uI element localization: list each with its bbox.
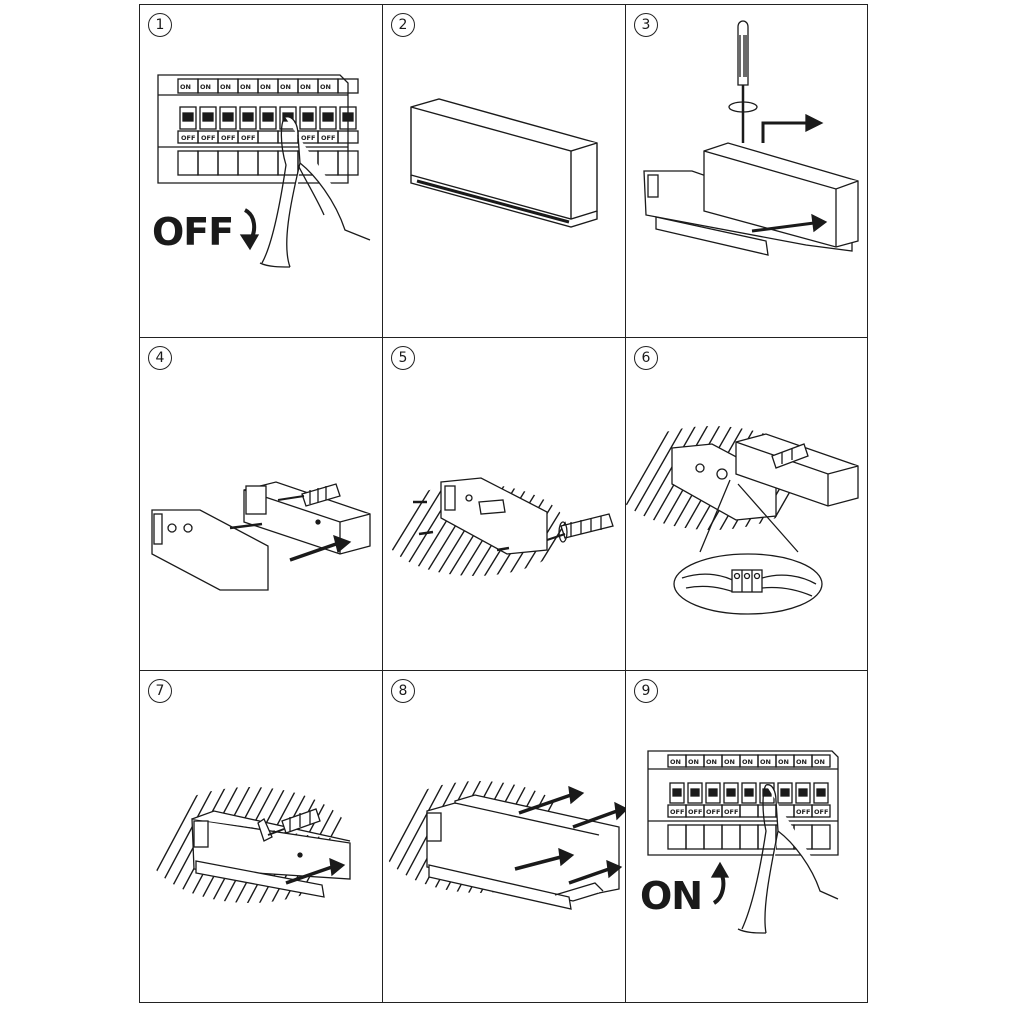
mount-plate-illustration bbox=[151, 481, 371, 591]
breaker-labels: ON ON ON ON ON ON ON ON ON OFF OFF OFF OFF OFF OFF bbox=[670, 758, 828, 816]
step-4-panel: 4 bbox=[140, 338, 383, 671]
step-8-panel: 8 bbox=[383, 671, 626, 1004]
step-3-panel: 3 bbox=[626, 5, 869, 338]
step-number: 6 bbox=[634, 346, 658, 370]
svg-text:ON: ON bbox=[796, 758, 807, 766]
on-label: ON bbox=[180, 83, 191, 91]
svg-text:ON: ON bbox=[300, 83, 311, 91]
attach-housing-illustration bbox=[146, 787, 354, 903]
svg-text:ON: ON bbox=[280, 83, 291, 91]
svg-text:OFF: OFF bbox=[706, 808, 720, 816]
svg-text:ON: ON bbox=[220, 83, 231, 91]
svg-text:OFF: OFF bbox=[670, 808, 684, 816]
off-text: OFF bbox=[152, 210, 233, 254]
divider bbox=[625, 5, 626, 1002]
step-number: 1 bbox=[148, 13, 172, 37]
svg-text:OFF: OFF bbox=[724, 808, 738, 816]
on-text: ON bbox=[640, 874, 702, 918]
fix-to-wall-illustration bbox=[383, 477, 614, 576]
svg-text:OFF: OFF bbox=[321, 134, 335, 142]
svg-text:OFF: OFF bbox=[221, 134, 235, 142]
svg-text:ON: ON bbox=[742, 758, 753, 766]
svg-text:OFF: OFF bbox=[301, 134, 315, 142]
divider bbox=[382, 5, 383, 1002]
step-2-panel: 2 bbox=[383, 5, 626, 338]
svg-text:ON: ON bbox=[724, 758, 735, 766]
svg-text:ON: ON bbox=[200, 83, 211, 91]
step-6-panel: 6 bbox=[626, 338, 869, 671]
step-number: 4 bbox=[148, 346, 172, 370]
svg-text:ON: ON bbox=[240, 83, 251, 91]
breaker-labels: ON ON ON ON ON ON ON ON OFF OFF OFF OFF OFF OFF bbox=[180, 83, 335, 142]
svg-text:ON: ON bbox=[688, 758, 699, 766]
step-7-panel: 7 bbox=[140, 671, 383, 1004]
svg-text:OFF: OFF bbox=[201, 134, 215, 142]
svg-text:ON: ON bbox=[760, 758, 771, 766]
refit-cover-illustration bbox=[383, 781, 626, 910]
remove-cover-illustration bbox=[643, 20, 859, 256]
breaker-on-illustration: ON ON ON ON ON ON ON ON ON OFF OFF OFF OFF OFF OFF… bbox=[640, 750, 839, 934]
luminaire-illustration bbox=[410, 98, 598, 228]
step-number: 5 bbox=[391, 346, 415, 370]
step-5-panel: 5 bbox=[383, 338, 626, 671]
step-number: 8 bbox=[391, 679, 415, 703]
svg-text:ON: ON bbox=[814, 758, 825, 766]
svg-text:ON: ON bbox=[706, 758, 717, 766]
off-label: OFF bbox=[181, 134, 195, 142]
step-number: 2 bbox=[391, 13, 415, 37]
svg-text:ON: ON bbox=[260, 83, 271, 91]
svg-text:ON: ON bbox=[778, 758, 789, 766]
divider bbox=[140, 337, 867, 338]
step-number: 9 bbox=[634, 679, 658, 703]
svg-text:OFF: OFF bbox=[814, 808, 828, 816]
svg-text:OFF: OFF bbox=[241, 134, 255, 142]
divider bbox=[140, 670, 867, 671]
wiring-illustration bbox=[626, 426, 859, 615]
svg-text:ON: ON bbox=[320, 83, 331, 91]
step-9-panel: ON ON ON ON ON ON ON ON ON OFF OFF OFF OFF OFF OFF… bbox=[626, 671, 869, 1004]
svg-text:OFF: OFF bbox=[796, 808, 810, 816]
step-number: 3 bbox=[634, 13, 658, 37]
svg-text:ON: ON bbox=[670, 758, 681, 766]
step-number: 7 bbox=[148, 679, 172, 703]
svg-text:OFF: OFF bbox=[688, 808, 702, 816]
